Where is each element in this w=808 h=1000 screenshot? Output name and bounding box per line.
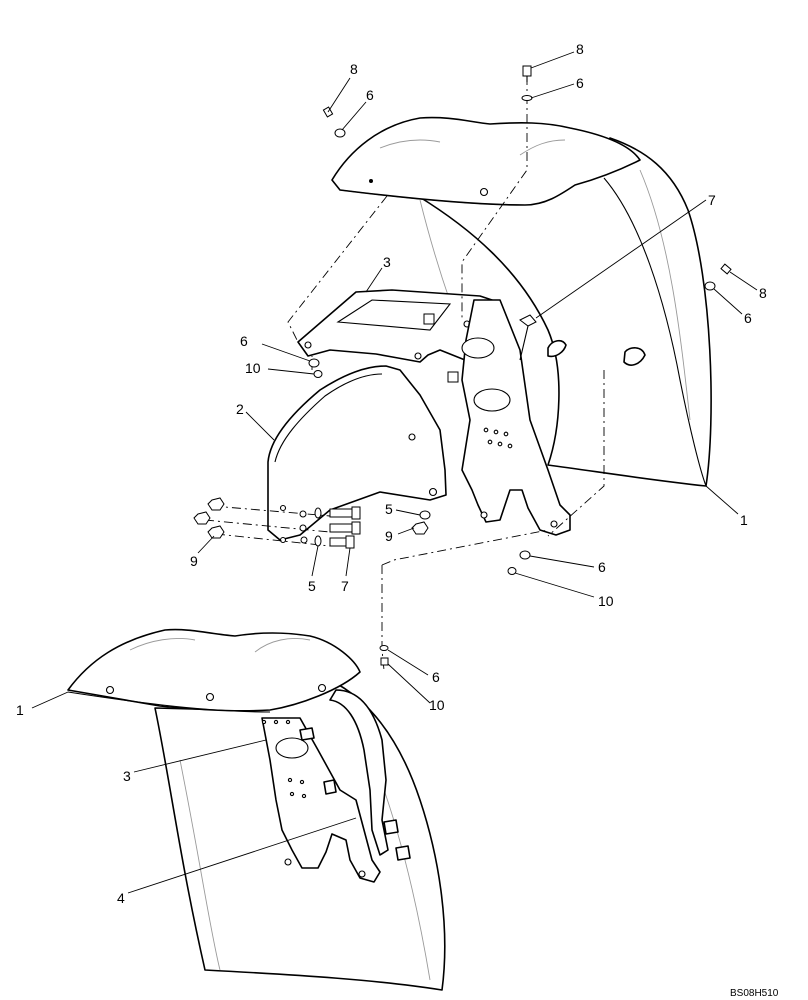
callout-4: 4 (117, 890, 125, 906)
callout-5: 5 (385, 501, 393, 517)
callout-5: 5 (308, 578, 316, 594)
callout-10: 10 (598, 593, 614, 609)
lower-fender (67, 628, 446, 991)
reference-code: BS08H510 (730, 988, 779, 999)
lower-bracket-assembly (261, 689, 411, 883)
callout-2: 2 (236, 401, 244, 417)
upper-fender (331, 116, 712, 487)
callout-6: 6 (576, 75, 584, 91)
callout-10: 10 (429, 697, 445, 713)
callout-9: 9 (190, 553, 198, 569)
callout-6: 6 (432, 669, 440, 685)
leader-lines (31, 51, 758, 894)
callout-labels: 8 6 8 6 7 3 8 6 6 10 2 1 5 9 9 5 7 6 10 … (16, 41, 767, 906)
support-bracket (267, 365, 447, 544)
callout-10: 10 (245, 360, 261, 376)
assembly-lines (204, 76, 605, 671)
callout-8: 8 (576, 41, 584, 57)
hardware (193, 65, 732, 666)
upper-mounting-plate (461, 299, 571, 536)
callout-1: 1 (740, 512, 748, 528)
callout-3: 3 (383, 254, 391, 270)
callout-8: 8 (350, 61, 358, 77)
callout-7: 7 (708, 192, 716, 208)
callout-6: 6 (598, 559, 606, 575)
callout-1: 1 (16, 702, 24, 718)
callout-3: 3 (123, 768, 131, 784)
callout-6: 6 (240, 333, 248, 349)
callout-6: 6 (744, 310, 752, 326)
callout-8: 8 (759, 285, 767, 301)
callout-7: 7 (341, 578, 349, 594)
callout-9: 9 (385, 528, 393, 544)
callout-6: 6 (366, 87, 374, 103)
